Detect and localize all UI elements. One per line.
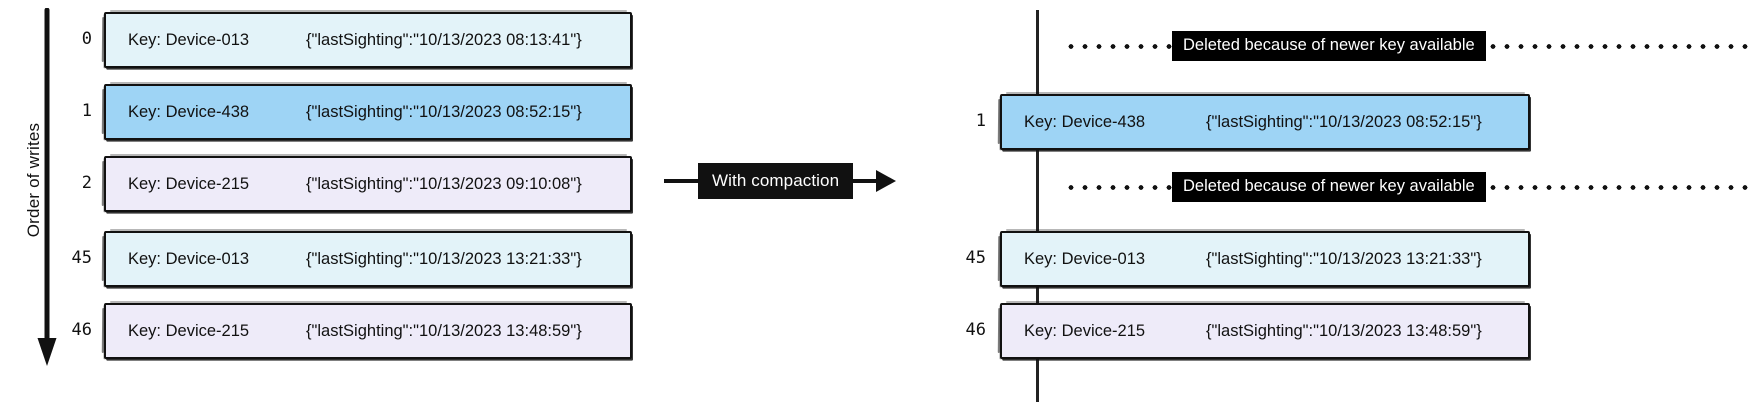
record-value: {"lastSighting":"10/13/2023 08:52:15"} [306, 102, 582, 121]
dotted-line-left [1064, 184, 1172, 190]
write-index-1: 1 [81, 101, 92, 121]
write-index-2: 2 [81, 173, 92, 193]
record-box[interactable]: Key: Device-438 {"lastSighting":"10/13/20… [1000, 92, 1530, 150]
record-key: Key: Device-013 [1024, 249, 1146, 268]
write-index-1: 1 [975, 111, 986, 131]
arrow-tail [664, 179, 700, 183]
record-key: Key: Device-438 [1024, 112, 1146, 131]
record-value: {"lastSighting":"10/13/2023 13:48:59"} [306, 321, 582, 340]
record-box[interactable]: Key: Device-215 {"lastSighting":"10/13/20… [104, 154, 632, 212]
deleted-note-label: Deleted because of newer key available [1172, 172, 1486, 202]
write-index-0: 0 [81, 29, 92, 49]
dotted-line-right [1485, 43, 1748, 49]
deleted-note-label: Deleted because of newer key available [1172, 31, 1486, 61]
record-box[interactable]: Key: Device-215 {"lastSighting":"10/13/20… [1000, 301, 1530, 359]
record-value: {"lastSighting":"10/13/2023 13:21:33"} [1206, 249, 1482, 268]
record-key: Key: Device-215 [1024, 321, 1146, 340]
record-key: Key: Device-215 [128, 174, 250, 193]
record-key: Key: Device-013 [128, 30, 250, 49]
deleted-record-marker: Deleted because of newer key available [1064, 31, 1748, 61]
deleted-record-marker: Deleted because of newer key available [1064, 172, 1748, 202]
record-box[interactable]: Key: Device-013 {"lastSighting":"10/13/20… [1000, 229, 1530, 287]
write-index-45: 45 [71, 248, 92, 268]
record-box[interactable]: Key: Device-013 {"lastSighting":"10/13/20… [104, 10, 632, 68]
record-key: Key: Device-215 [128, 321, 250, 340]
record-box[interactable]: Key: Device-438 {"lastSighting":"10/13/20… [104, 82, 632, 140]
record-key: Key: Device-438 [128, 102, 250, 121]
arrow-shaft [848, 179, 880, 183]
record-value: {"lastSighting":"10/13/2023 08:52:15"} [1206, 112, 1482, 131]
record-value: {"lastSighting":"10/13/2023 09:10:08"} [306, 174, 582, 193]
panel-divider [1036, 10, 1039, 402]
record-value: {"lastSighting":"10/13/2023 13:48:59"} [1206, 321, 1482, 340]
dotted-line-left [1064, 43, 1172, 49]
record-box[interactable]: Key: Device-013 {"lastSighting":"10/13/20… [104, 229, 632, 287]
record-value: {"lastSighting":"10/13/2023 08:13:41"} [306, 30, 582, 49]
down-arrow-icon [37, 8, 57, 366]
write-index-45: 45 [965, 248, 986, 268]
record-key: Key: Device-013 [128, 249, 250, 268]
write-index-46: 46 [71, 320, 92, 340]
record-box[interactable]: Key: Device-215 {"lastSighting":"10/13/20… [104, 301, 632, 359]
record-value: {"lastSighting":"10/13/2023 13:21:33"} [306, 249, 582, 268]
dotted-line-right [1485, 184, 1748, 190]
with-compaction-label: With compaction [698, 163, 854, 199]
right-arrow-icon [876, 170, 896, 192]
write-index-46: 46 [965, 320, 986, 340]
